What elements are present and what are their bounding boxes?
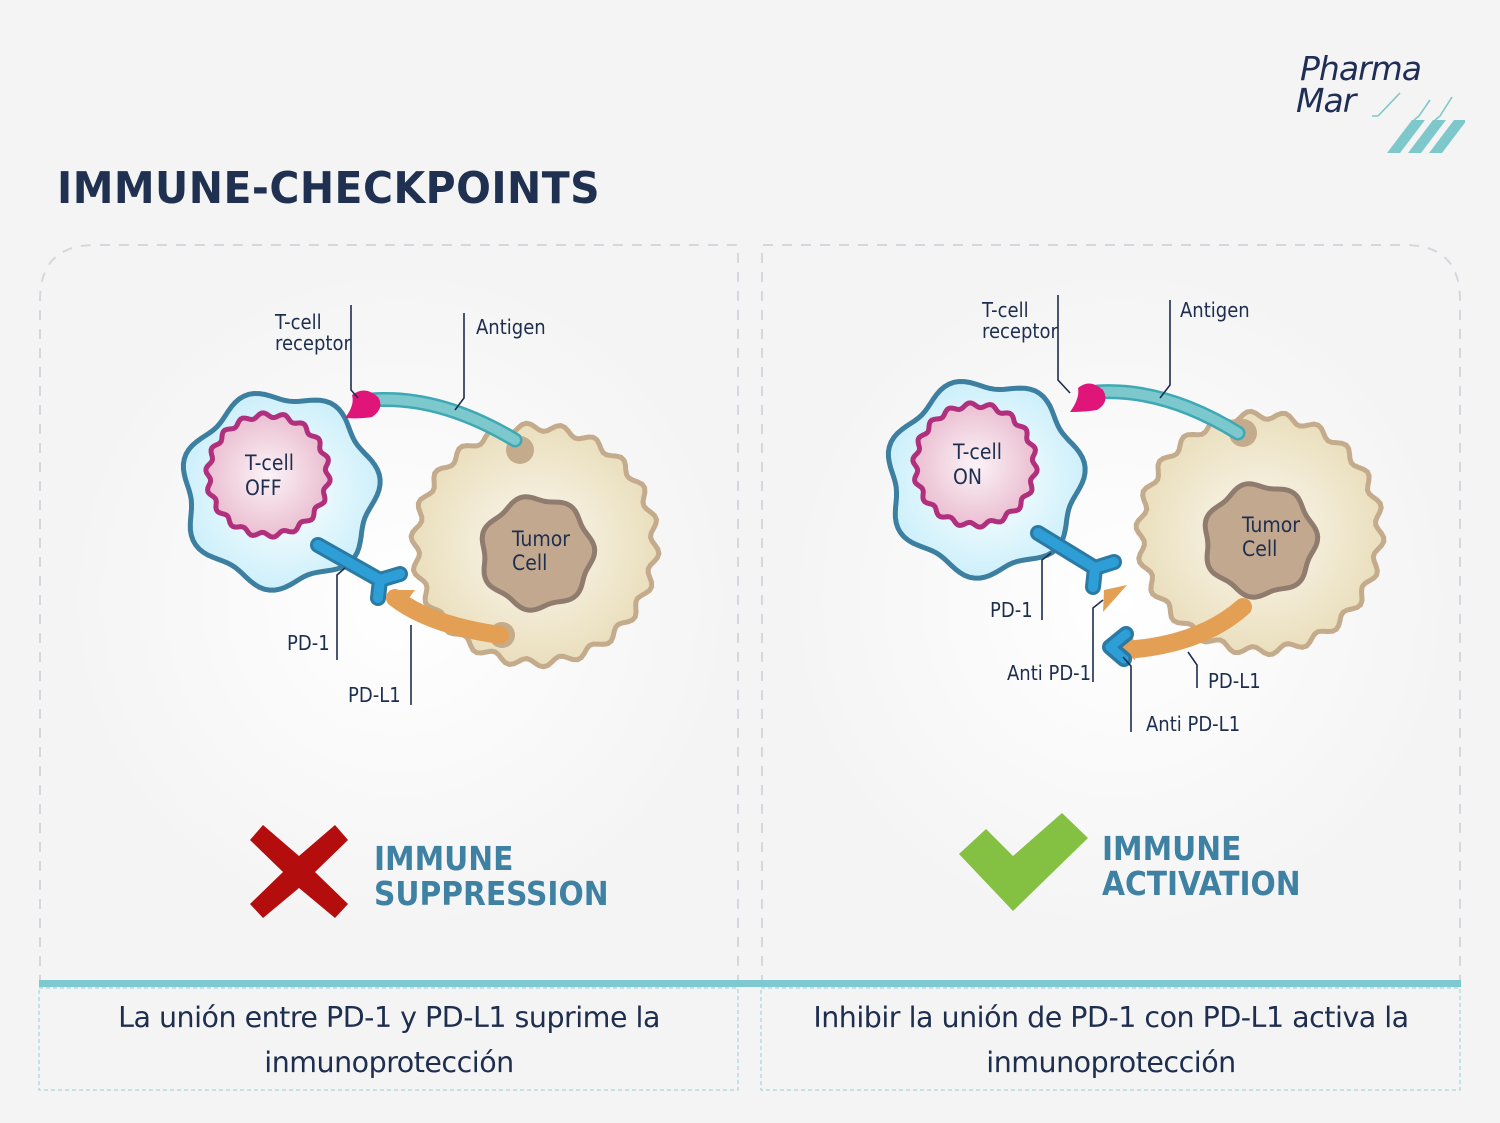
leader-anti-pd1 <box>1092 599 1104 682</box>
pdl1-ligand <box>1116 598 1252 659</box>
t-cell-receptor <box>1070 383 1106 412</box>
label-tumor-2: Cell <box>512 551 547 575</box>
pd1-receptor <box>1030 525 1122 595</box>
pdl1-tip <box>390 590 415 610</box>
label-tcr-1: T-cell <box>274 310 322 334</box>
panel-activation: T-cell receptor Antigen T-cell ON Tumor … <box>885 295 1387 911</box>
caption-box-left <box>38 987 739 1091</box>
t-cell-nucleus <box>910 400 1040 530</box>
caption-line1: Inhibir la unión de PD-1 con PD-L1 activ… <box>813 1001 1409 1034</box>
label-antigen: Antigen <box>476 315 546 339</box>
leader-pd1 <box>336 567 346 660</box>
leader-antigen <box>1159 300 1171 399</box>
label-tcr-1: T-cell <box>981 298 1029 322</box>
caption-line2: inmunoprotección <box>986 1046 1236 1079</box>
label-anti-pdl1: Anti PD-L1 <box>1146 712 1240 736</box>
antigen-core <box>367 394 520 445</box>
anti-pd1-antibody <box>1103 585 1127 612</box>
panel-frame-left <box>39 244 739 985</box>
caption-line2: inmunoprotección <box>264 1046 514 1079</box>
status-line1: IMMUNE <box>1102 829 1241 868</box>
leader-tcr <box>1057 295 1071 394</box>
leader-anti-pdl1 <box>1122 656 1132 732</box>
caption-suppression: La unión entre PD-1 y PD-L1 suprime la i… <box>40 990 738 1090</box>
t-cell-nucleus <box>203 410 333 540</box>
antigen-core <box>1093 386 1243 438</box>
leader-lines <box>1041 295 1198 732</box>
status-line2: SUPPRESSION <box>374 874 609 913</box>
panel-suppression: T-cell receptor Antigen T-cell OFF Tumor… <box>180 305 662 918</box>
divider-bar <box>39 980 1461 987</box>
check-icon <box>959 813 1088 911</box>
label-tcr-2: receptor <box>982 319 1058 343</box>
leader-antigen <box>454 313 465 411</box>
label-tcell-state-2: ON <box>953 465 982 489</box>
page-title: IMMUNE-CHECKPOINTS <box>57 163 601 214</box>
label-pd1: PD-1 <box>990 598 1033 622</box>
label-tumor-1: Tumor <box>511 527 570 551</box>
label-pd1: PD-1 <box>287 631 330 655</box>
label-tcr-2: receptor <box>275 331 351 355</box>
label-anti-pd1: Anti PD-1 <box>1007 661 1091 685</box>
caption-box-right <box>760 987 1461 1091</box>
t-cell-receptor <box>345 390 381 419</box>
status-line2: ACTIVATION <box>1102 864 1301 903</box>
label-tumor-2: Cell <box>1242 537 1277 561</box>
label-pdl1: PD-L1 <box>1208 669 1261 693</box>
caption-activation: Inhibir la unión de PD-1 con PD-L1 activ… <box>762 990 1460 1090</box>
pd1-receptor <box>310 537 408 606</box>
panel-frame-right <box>761 244 1461 985</box>
label-antigen: Antigen <box>1180 298 1250 322</box>
label-tcell-state-1: T-cell <box>952 440 1002 464</box>
caption-line1: La unión entre PD-1 y PD-L1 suprime la <box>118 1001 660 1034</box>
cross-icon <box>250 825 348 918</box>
anti-pdl1-antibody <box>1102 626 1134 667</box>
tumor-nucleus <box>1202 481 1321 600</box>
logo-text-line2: Mar <box>1296 81 1356 120</box>
pharmamar-logo: Pharma Mar <box>1290 50 1465 160</box>
status-line1: IMMUNE <box>374 839 513 878</box>
pdl1-tip <box>1118 636 1135 660</box>
leader-pd1 <box>1041 552 1052 620</box>
logo-text-line1: Pharma <box>1300 49 1422 88</box>
label-tcell-state-2: OFF <box>245 476 282 500</box>
leader-tcr <box>350 305 359 399</box>
leader-pdl1 <box>1187 651 1198 688</box>
label-tcell-state-1: T-cell <box>244 451 294 475</box>
leader-lines <box>336 305 465 705</box>
logo-stripes-icon <box>1372 92 1465 153</box>
label-pdl1: PD-L1 <box>348 683 401 707</box>
tumor-nucleus <box>479 494 598 613</box>
label-tumor-1: Tumor <box>1241 513 1300 537</box>
